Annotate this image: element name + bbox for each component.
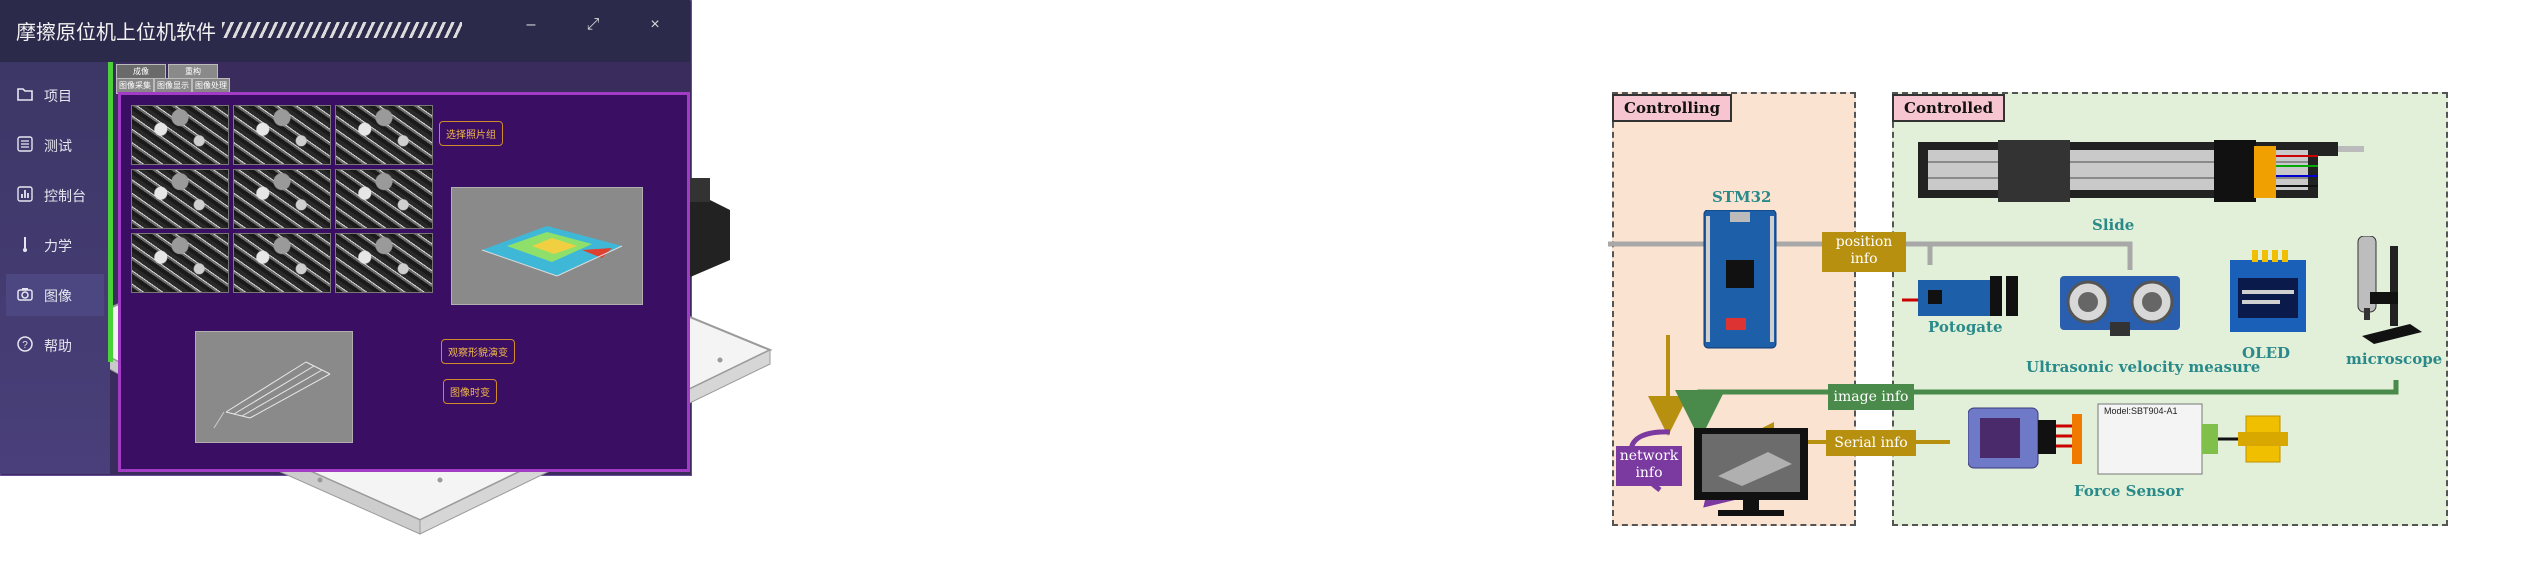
micrograph-thumbnail[interactable] xyxy=(131,233,229,293)
surface-3d-plot xyxy=(451,187,643,305)
controlling-label: Controlling xyxy=(1612,94,1733,122)
force-sensor-assembly-icon xyxy=(1968,403,2288,475)
microscope-label: microscope xyxy=(2346,350,2443,368)
sidebar-item-label: 控制台 xyxy=(44,189,86,205)
select-photos-button[interactable]: 选择照片组 xyxy=(439,121,503,146)
surface-3d-graphic xyxy=(481,226,623,277)
micrograph-thumbnail[interactable] xyxy=(335,169,433,229)
force-sensor-model: Model:SBT904-A1 xyxy=(2104,406,2178,416)
image-info-box: image info xyxy=(1828,384,1914,410)
sidebar: 项目 测试 控制台 力学 图像 ? xyxy=(0,62,110,474)
sidebar-item-label: 帮助 xyxy=(44,339,72,355)
sidebar-item-image[interactable]: 图像 xyxy=(6,274,104,316)
position-feedback-line xyxy=(1608,241,2133,270)
sidebar-item-console[interactable]: 控制台 xyxy=(6,174,104,216)
camera-icon xyxy=(16,285,34,303)
title-bar: 摩擦原位机上位机软件 – ⤢ × xyxy=(0,0,690,62)
sidebar-item-test[interactable]: 测试 xyxy=(6,124,104,166)
sidebar-item-mechanics[interactable]: 力学 xyxy=(6,224,104,266)
serial-info-box: Serial info xyxy=(1826,430,1916,456)
micrograph-thumbnail[interactable] xyxy=(233,233,331,293)
slide-icon xyxy=(1918,140,2364,202)
force-sensor-label: Force Sensor xyxy=(2074,482,2184,500)
slide-label: Slide xyxy=(2092,216,2135,234)
micrograph-thumbnail[interactable] xyxy=(131,169,229,229)
network-info-line1: network xyxy=(1619,448,1679,464)
position-info-line2: info xyxy=(1850,251,1878,267)
computer-icon xyxy=(1694,428,1808,516)
checklist-icon xyxy=(16,135,34,153)
maximize-button[interactable]: ⤢ xyxy=(586,16,600,33)
controlled-label: Controlled xyxy=(1892,94,2006,122)
probe-icon xyxy=(16,235,34,253)
micrograph-thumbnail[interactable] xyxy=(335,233,433,293)
ultrasonic-sensor-icon xyxy=(2060,276,2180,336)
surface-evolution-button[interactable]: 观察形貌演变 xyxy=(441,339,515,364)
potogate-label: Potogate xyxy=(1928,318,2003,336)
close-button[interactable]: × xyxy=(650,16,660,33)
chart-icon xyxy=(16,185,34,203)
wireframe-3d-graphic xyxy=(213,361,331,429)
sidebar-item-label: 测试 xyxy=(44,139,72,155)
minimize-button[interactable]: – xyxy=(526,16,536,33)
image-workspace: 选择照片组 xyxy=(118,92,690,472)
oled-display-icon xyxy=(2230,250,2306,332)
image-time-button[interactable]: 图像时变 xyxy=(443,379,497,404)
sidebar-item-label: 图像 xyxy=(44,289,72,305)
potogate-icon xyxy=(1902,276,2018,316)
software-window: 摩擦原位机上位机软件 – ⤢ × 项目 测试 控制台 xyxy=(0,0,692,476)
micrograph-thumbnail[interactable] xyxy=(335,105,433,165)
microscope-icon xyxy=(2357,236,2422,344)
title-decoration xyxy=(222,22,462,38)
progress-indicator xyxy=(108,62,113,362)
image-info-line xyxy=(1675,380,2399,440)
help-icon: ? xyxy=(16,335,34,353)
micrograph-thumbnail[interactable] xyxy=(131,105,229,165)
sidebar-item-label: 力学 xyxy=(44,239,72,255)
network-info-line2: info xyxy=(1635,465,1663,481)
oled-label: OLED xyxy=(2242,344,2291,362)
wireframe-3d-plot xyxy=(195,331,353,443)
stm32-board-icon xyxy=(1703,210,1777,349)
svg-text:?: ? xyxy=(22,340,28,351)
sidebar-item-label: 项目 xyxy=(44,89,72,105)
micrograph-thumbnail[interactable] xyxy=(233,169,331,229)
window-title: 摩擦原位机上位机软件 xyxy=(16,20,216,44)
position-info-line1: position xyxy=(1835,234,1893,250)
network-info-box: network info xyxy=(1616,446,1682,486)
ultrasonic-label: Ultrasonic velocity measure xyxy=(2026,358,2261,376)
position-info-box: position info xyxy=(1822,232,1906,272)
micrograph-thumbnail[interactable] xyxy=(233,105,331,165)
sidebar-item-project[interactable]: 项目 xyxy=(6,74,104,116)
sidebar-item-help[interactable]: ? 帮助 xyxy=(6,324,104,366)
stm32-label: STM32 xyxy=(1712,188,1772,206)
folder-icon xyxy=(16,85,34,103)
